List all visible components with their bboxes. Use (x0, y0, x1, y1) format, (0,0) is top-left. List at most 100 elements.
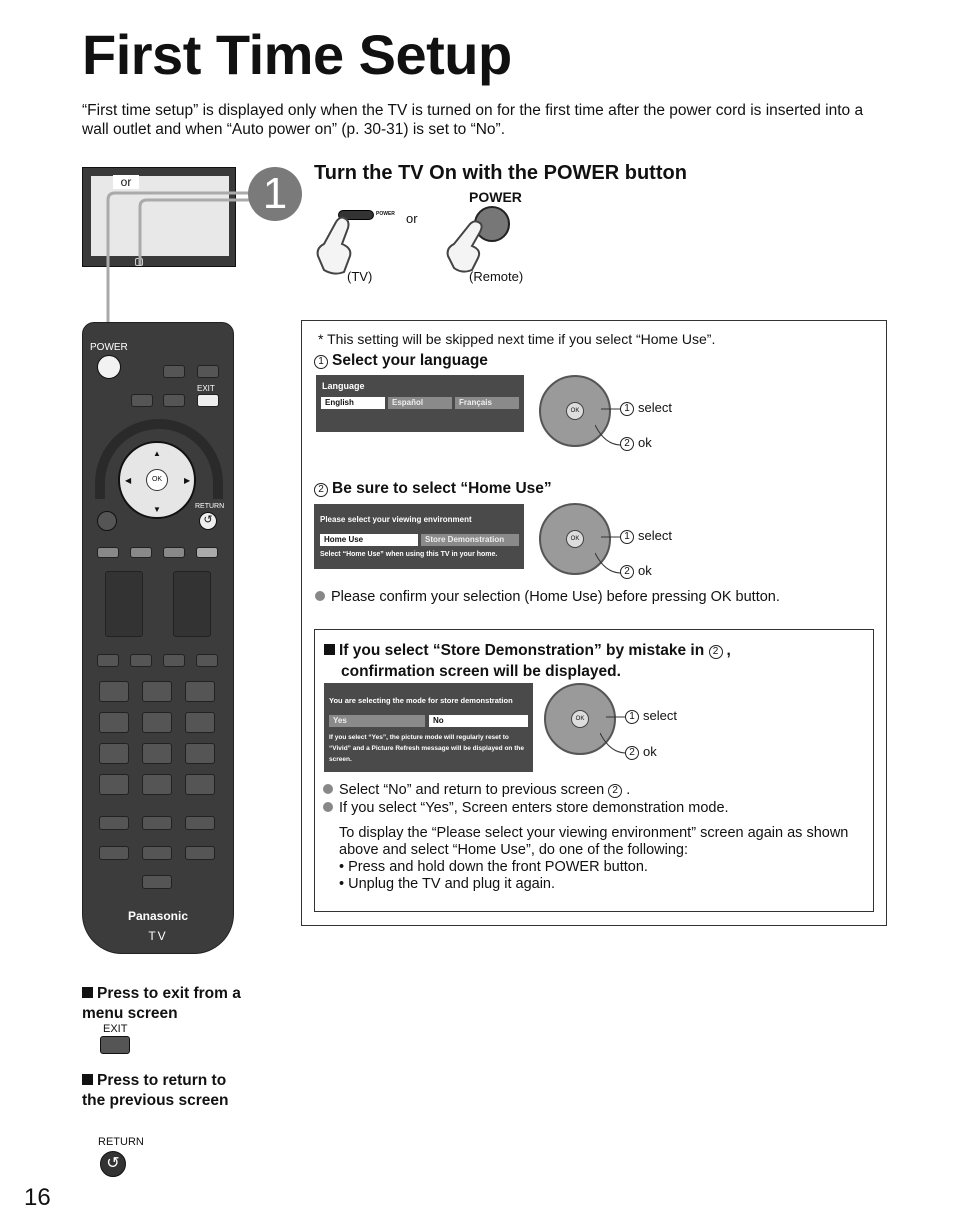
ok-button: OK (571, 710, 589, 728)
leader-lines (595, 536, 622, 574)
environment-option[interactable]: Home Use (320, 534, 418, 546)
tv-power-illustration: POWER or (312, 208, 422, 278)
tv-or-label: or (113, 175, 139, 189)
store-demo-heading: If you select “Store Demonstration” by m… (324, 640, 864, 682)
step-number: 1 (248, 167, 302, 221)
down-arrow-icon[interactable]: ▼ (153, 505, 161, 514)
language-option[interactable]: Español (388, 397, 452, 409)
environment-screen: Please select your viewing environment H… (314, 504, 524, 569)
hand-icon (316, 216, 352, 275)
left-arrow-icon[interactable]: ◀ (125, 476, 132, 485)
exit-button[interactable] (197, 394, 219, 407)
remote-power-button[interactable] (97, 355, 121, 379)
remote-color-button[interactable] (163, 547, 185, 558)
connector-lines (106, 191, 260, 340)
remote-tv-label: TV (148, 929, 168, 943)
leader-lines (595, 408, 622, 446)
store-demo-box (314, 629, 874, 912)
language-heading-text: Select your language (332, 352, 488, 369)
store-demo-option[interactable]: No (429, 715, 528, 727)
remote-button[interactable] (97, 654, 119, 667)
step-title: Turn the TV On with the POWER button (314, 162, 687, 184)
leader-lines (600, 716, 627, 754)
remote-button[interactable] (142, 875, 172, 889)
remote-button[interactable] (99, 846, 129, 860)
tv-caption: (TV) (347, 269, 373, 284)
remote-color-button[interactable] (130, 547, 152, 558)
remote-button[interactable] (163, 654, 185, 667)
remote-return-button[interactable]: ↺ (199, 512, 217, 530)
language-heading: 1 Select your language (314, 352, 488, 370)
environment-screen-title: Please select your viewing environment (320, 515, 472, 524)
remote-dpad[interactable]: OK ▲ ▼ ◀ ▶ (118, 441, 196, 519)
remote-number-button[interactable] (99, 743, 129, 764)
remote-button[interactable] (185, 816, 215, 830)
store-demo-screen: You are selecting the mode for store dem… (324, 683, 533, 772)
home-use-heading-text: Be sure to select “Home Use” (332, 480, 552, 497)
remote-control: POWER EXIT OK ▲ ▼ ◀ ▶ RETURN ↺ Panaso (82, 322, 234, 954)
dpad-icon: OK (544, 683, 616, 755)
remote-button[interactable] (130, 654, 152, 667)
page-title: First Time Setup (82, 23, 512, 86)
remote-number-button[interactable] (142, 712, 172, 733)
remote-number-button[interactable] (142, 743, 172, 764)
remote-color-button[interactable] (196, 547, 218, 558)
dpad-icon: OK (539, 503, 611, 575)
remote-rocker[interactable] (173, 571, 211, 637)
remote-button[interactable] (196, 654, 218, 667)
exit-key-label: EXIT (103, 1023, 128, 1035)
remote-number-button[interactable] (185, 712, 215, 733)
remote-number-button[interactable] (185, 681, 215, 702)
circled-number: 2 (314, 483, 328, 497)
remote-button[interactable] (163, 394, 185, 407)
remote-number-button[interactable] (185, 774, 215, 795)
remote-power-label: POWER (469, 189, 522, 205)
remote-button[interactable] (131, 394, 153, 407)
remote-number-button[interactable] (142, 774, 172, 795)
remote-rocker[interactable] (105, 571, 143, 637)
remote-circle-button[interactable] (97, 511, 117, 531)
remote-button[interactable] (99, 816, 129, 830)
store-demo-option[interactable]: Yes (329, 715, 425, 727)
ok-button: OK (566, 530, 584, 548)
remote-button[interactable] (197, 365, 219, 378)
remote-color-button[interactable] (97, 547, 119, 558)
page-number: 16 (24, 1184, 51, 1211)
remote-button[interactable] (142, 816, 172, 830)
store-demo-list-item: • Press and hold down the front POWER bu… (339, 859, 648, 875)
return-key-icon: ↺ (100, 1151, 126, 1177)
remote-number-button[interactable] (185, 743, 215, 764)
circled-number: 1 (314, 355, 328, 369)
remote-number-button[interactable] (99, 774, 129, 795)
or-label: or (406, 211, 418, 226)
remote-return-text: RETURN (195, 503, 225, 510)
remote-number-button[interactable] (142, 681, 172, 702)
exit-key-icon (100, 1036, 130, 1054)
setup-box (301, 320, 887, 926)
language-option[interactable]: Français (455, 397, 519, 409)
environment-option[interactable]: Store Demonstration (421, 534, 519, 546)
language-screen-title: Language (322, 381, 365, 391)
return-note-heading: Press to return to the previous screen (82, 1072, 229, 1109)
store-demo-bullet: If you select “Yes”, Screen enters store… (323, 800, 729, 816)
language-option[interactable]: English (321, 397, 385, 409)
tv-power-bar (338, 210, 374, 220)
home-use-heading: 2 Be sure to select “Home Use” (314, 480, 552, 498)
remote-number-button[interactable] (99, 712, 129, 733)
up-arrow-icon[interactable]: ▲ (153, 449, 161, 458)
remote-number-button[interactable] (99, 681, 129, 702)
remote-ok-button[interactable]: OK (146, 469, 168, 491)
confirm-note: Please confirm your selection (Home Use)… (315, 589, 780, 605)
remote-brand-logo: Panasonic (127, 909, 189, 923)
remote-button[interactable] (163, 365, 185, 378)
dpad-icon: OK (539, 375, 611, 447)
remote-exit-text: EXIT (197, 384, 215, 393)
remote-button[interactable] (142, 846, 172, 860)
right-arrow-icon[interactable]: ▶ (184, 476, 191, 485)
remote-button[interactable] (185, 846, 215, 860)
